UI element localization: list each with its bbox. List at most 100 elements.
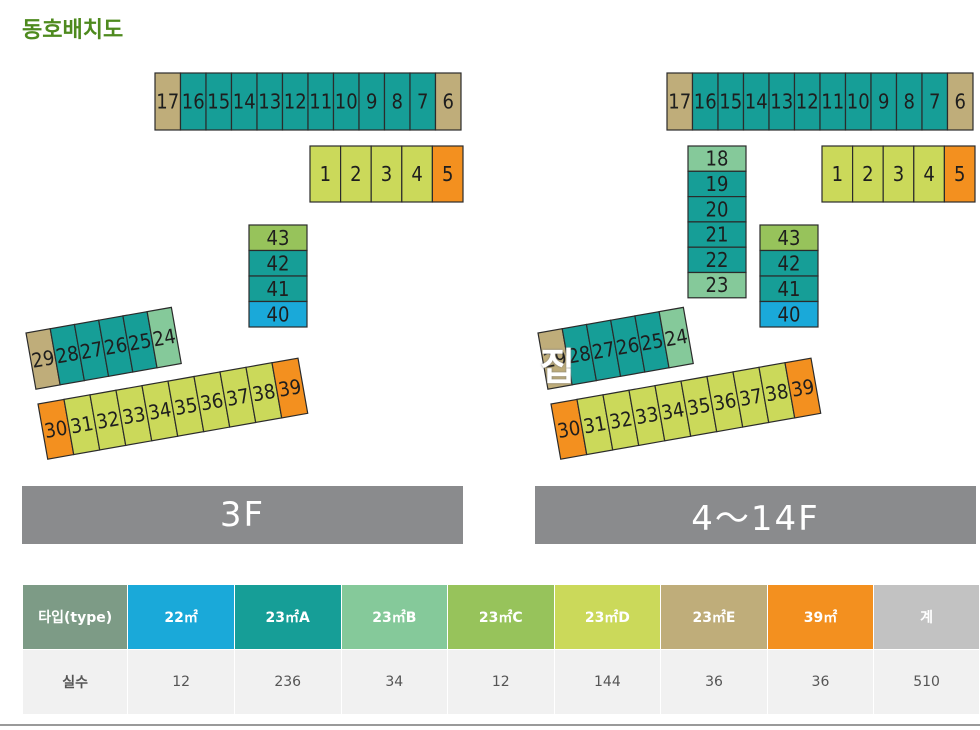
unit-number: 36	[198, 388, 225, 416]
unit-cell	[666, 72, 694, 131]
unit-cell	[256, 72, 284, 131]
unit-19: 19	[687, 170, 747, 198]
unit-cell	[154, 72, 182, 131]
unit-number: 43	[267, 226, 290, 250]
unit-1: 1	[309, 145, 342, 203]
unit-24: 24	[658, 306, 694, 369]
unit-number: 43	[778, 226, 801, 250]
legend-type-8: 계	[873, 584, 980, 650]
unit-30: 30	[37, 398, 75, 460]
unit-8: 8	[895, 72, 923, 131]
unit-cell	[434, 72, 462, 131]
unit-27: 27	[585, 319, 622, 382]
unit-cell	[759, 300, 819, 328]
floor-label-4-14f: 4～14F	[535, 486, 976, 544]
unit-number: 1	[320, 162, 331, 186]
unit-number: 31	[69, 411, 96, 439]
unit-number: 39	[789, 374, 816, 402]
unit-16: 16	[179, 72, 207, 131]
unit-cell	[759, 275, 819, 303]
unit-number: 26	[614, 332, 641, 360]
unit-12: 12	[793, 72, 821, 131]
unit-34: 34	[654, 380, 692, 442]
unit-number: 17	[156, 90, 179, 114]
unit-number: 24	[663, 324, 690, 352]
unit-number: 30	[556, 415, 583, 443]
unit-number: 19	[706, 172, 729, 196]
unit-13: 13	[256, 72, 284, 131]
unit-20: 20	[687, 196, 747, 223]
unit-17: 17	[154, 72, 182, 131]
unit-cell	[943, 145, 976, 203]
unit-cell	[230, 72, 258, 131]
unit-6: 6	[434, 72, 462, 131]
unit-10: 10	[844, 72, 872, 131]
legend-count-4: 12	[447, 649, 555, 715]
unit-number: 34	[147, 397, 174, 425]
unit-cell	[844, 72, 872, 131]
unit-number: 11	[821, 90, 844, 114]
unit-cell	[793, 72, 821, 131]
unit-27: 27	[73, 319, 110, 382]
unit-28: 28	[49, 323, 86, 386]
unit-number: 18	[706, 147, 729, 171]
unit-17: 17	[666, 72, 694, 131]
unit-cell	[658, 306, 694, 369]
legend-count-6: 36	[660, 649, 768, 715]
unit-number: 16	[694, 90, 717, 114]
unit-cell	[358, 72, 386, 131]
unit-38: 38	[245, 362, 283, 424]
unit-number: 33	[634, 402, 661, 430]
unit-7: 7	[409, 72, 437, 131]
unit-number: 23	[706, 273, 729, 297]
unit-cell	[882, 145, 915, 203]
unit-43: 43	[248, 224, 308, 252]
unit-number: 30	[43, 415, 70, 443]
unit-32: 32	[89, 389, 127, 451]
unit-number: 42	[778, 251, 801, 275]
unit-1: 1	[821, 145, 854, 203]
unit-cell	[913, 145, 945, 203]
unit-cell	[431, 145, 464, 203]
unit-33: 33	[628, 384, 666, 447]
unit-number: 15	[207, 90, 230, 114]
unit-number: 12	[284, 90, 307, 114]
unit-cell	[309, 145, 342, 203]
unit-35: 35	[167, 375, 205, 437]
unit-number: 4	[411, 162, 422, 186]
unit-cell	[819, 72, 847, 131]
unit-number: 27	[78, 337, 105, 365]
unit-2: 2	[851, 145, 884, 203]
unit-16: 16	[691, 72, 719, 131]
unit-8: 8	[383, 72, 411, 131]
unit-18: 18	[687, 145, 747, 172]
unit-number: 38	[763, 379, 790, 407]
unit-number: 14	[233, 90, 256, 114]
unit-cell	[205, 72, 233, 131]
unit-number: 29	[542, 345, 569, 373]
watermark: 집	[540, 345, 575, 389]
unit-number: 25	[127, 328, 154, 356]
unit-cell	[759, 224, 819, 252]
unit-42: 42	[248, 249, 308, 277]
unit-number: 14	[745, 90, 768, 114]
unit-14: 14	[742, 72, 770, 131]
unit-25: 25	[122, 310, 158, 373]
legend-type-3: 23㎡B	[340, 584, 449, 650]
unit-37: 37	[732, 366, 770, 428]
unit-29: 29	[537, 328, 573, 390]
unit-3: 3	[882, 145, 915, 203]
unit-number: 42	[267, 251, 290, 275]
unit-cell	[281, 72, 309, 131]
legend-count-5: 144	[553, 649, 662, 715]
unit-15: 15	[205, 72, 233, 131]
unit-cell	[370, 145, 403, 203]
unit-number: 3	[381, 162, 392, 186]
unit-cell	[691, 72, 719, 131]
unit-cell	[742, 72, 770, 131]
